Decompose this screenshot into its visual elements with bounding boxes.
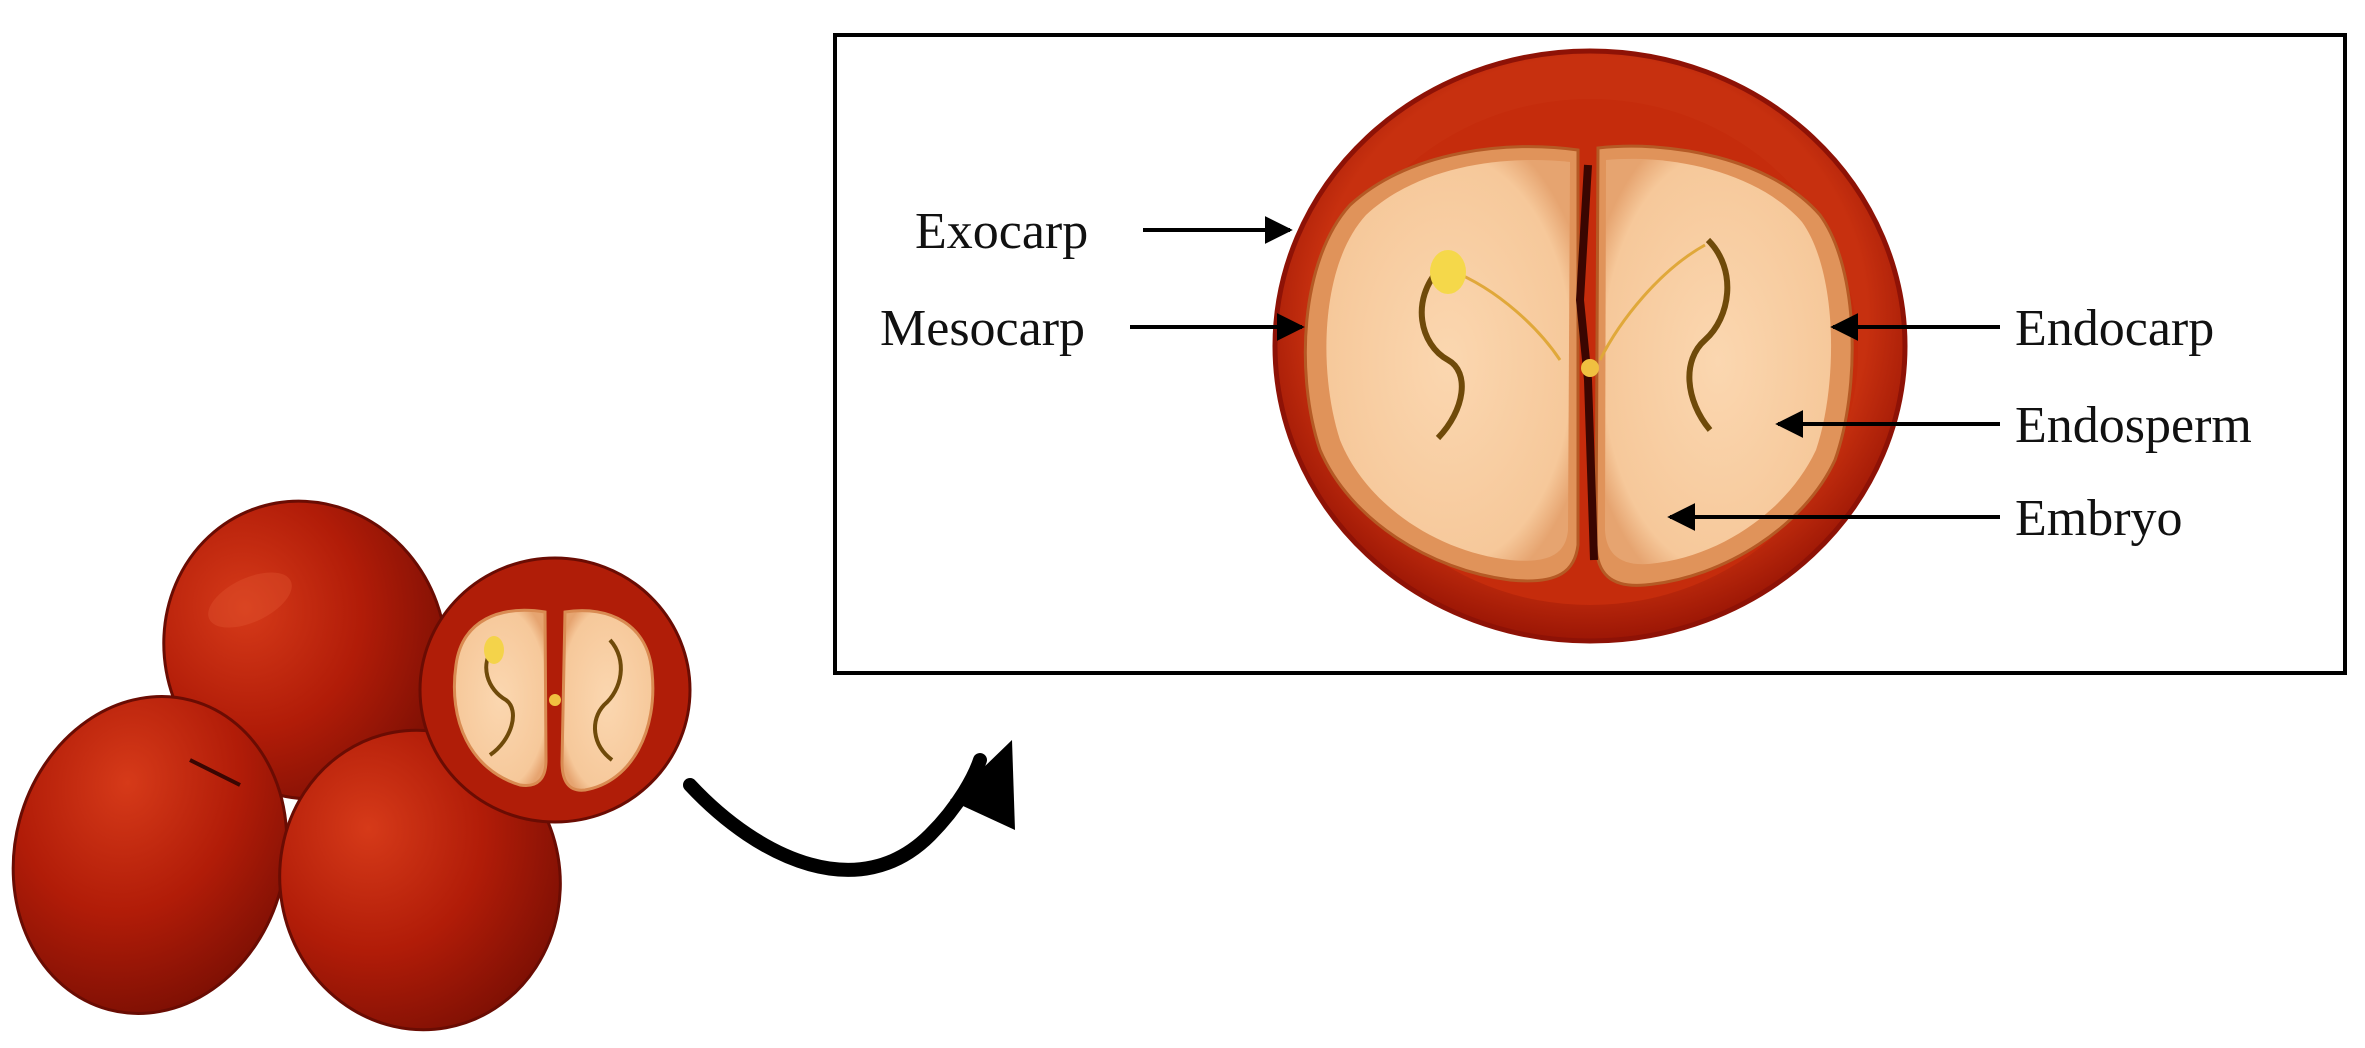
cherry-crease: [189, 758, 241, 787]
label-mesocarp: Mesocarp: [880, 300, 1305, 357]
large-cross-section: [1272, 48, 1908, 644]
label-endosperm: Endosperm: [1775, 397, 2252, 454]
small-cross-section: [418, 556, 692, 824]
central-cleft: [1575, 164, 1598, 561]
embryo-right: [1686, 237, 1731, 432]
label-exocarp: Exocarp: [915, 203, 1293, 260]
endosperm-right: [1605, 158, 1832, 565]
label-embryo: Embryo: [1667, 490, 2183, 547]
label-endosperm-text: Endosperm: [2015, 397, 2252, 454]
center-spot: [1581, 359, 1599, 377]
curved-arrow: [683, 740, 1015, 877]
label-endocarp: Endocarp: [1830, 300, 2214, 357]
cherry-highlight: [208, 572, 292, 628]
label-embryo-text: Embryo: [2015, 490, 2183, 547]
cherry-cluster: [11, 499, 692, 1032]
embryo-left: [1418, 265, 1465, 441]
silverskin: [1449, 243, 1706, 361]
label-mesocarp-text: Mesocarp: [880, 300, 1085, 357]
label-endocarp-text: Endocarp: [2015, 300, 2214, 357]
embryo-spot: [1430, 250, 1466, 294]
label-exocarp-text: Exocarp: [915, 203, 1088, 260]
